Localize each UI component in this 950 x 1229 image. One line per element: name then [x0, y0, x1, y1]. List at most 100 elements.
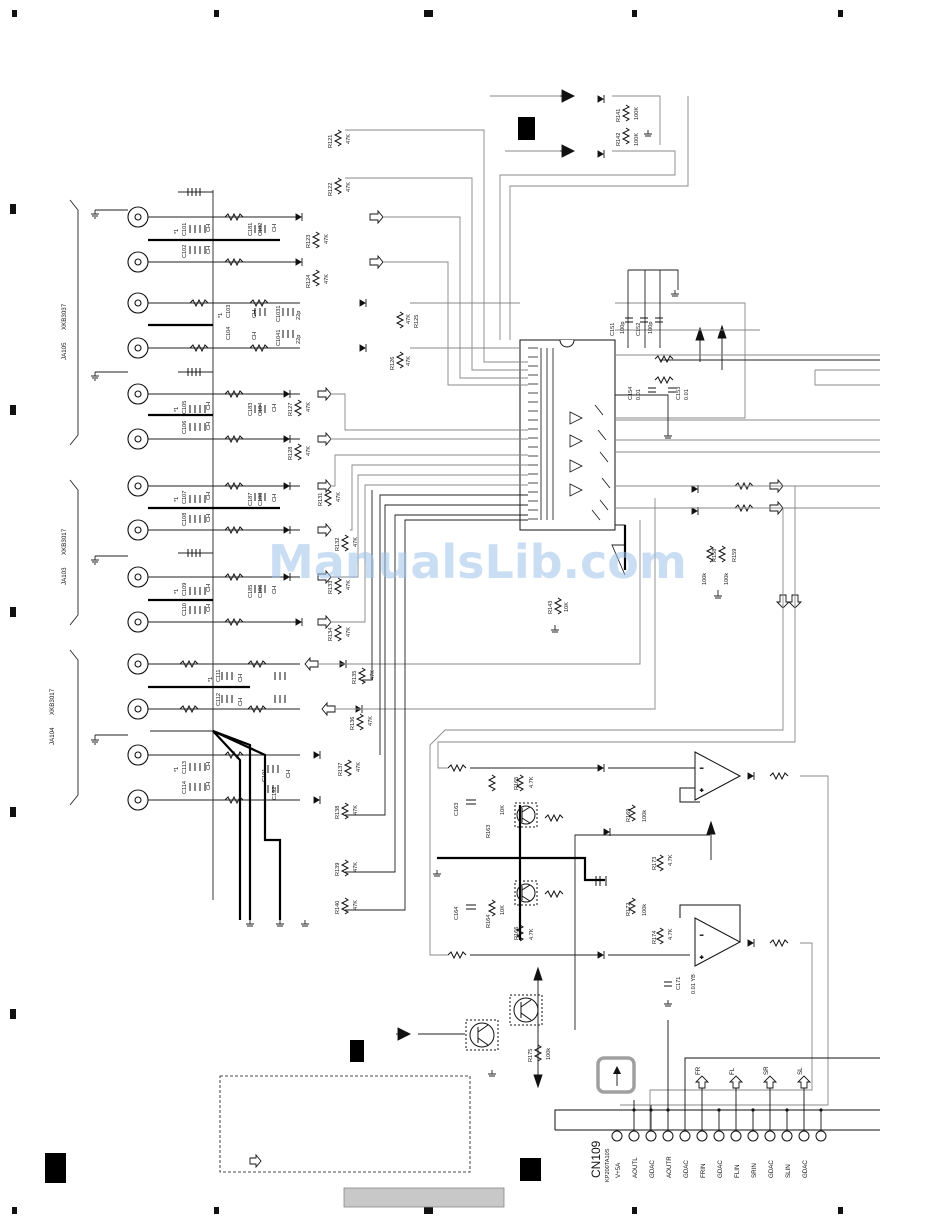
- rca-jack: [127, 653, 149, 675]
- transistor: [514, 802, 538, 828]
- jack-part-ja103: XKB3017: [61, 528, 68, 555]
- dashed-region-box: [219, 1075, 471, 1173]
- rca-jack: [127, 383, 149, 405]
- jack-part-ja104: XKB3017: [49, 688, 56, 715]
- capacitor-type: CH: [206, 782, 212, 790]
- capacitor-ref: C102: [182, 245, 188, 258]
- resistor-ref: R124: [306, 275, 312, 288]
- pin-label: SRIN: [751, 1163, 758, 1178]
- capacitor-ref: C184: [258, 403, 264, 416]
- capacitor-value: 0.01: [636, 389, 642, 400]
- capacitor-value: 100p: [648, 322, 654, 334]
- resistor-value: 100k: [724, 573, 730, 585]
- rca-jack: [127, 611, 149, 633]
- resistor-ref: R164: [486, 915, 492, 928]
- resistor-value: 47K: [368, 716, 374, 726]
- capacitor-ref: C1041: [276, 330, 282, 346]
- resistor-ref: R141: [616, 109, 622, 122]
- capacitor-ref: C114: [182, 781, 188, 794]
- capacitor-labels: C101 CH *1 C102 CH C103 CH *1 C104 CH C1…: [174, 223, 697, 994]
- resistor-value: 47K: [346, 182, 352, 192]
- resistor-ref: R142: [616, 133, 622, 146]
- pin-label: FLIN: [734, 1165, 741, 1178]
- connector-ref: CN109: [589, 1140, 603, 1178]
- registration-marks: [10, 10, 843, 1214]
- capacitor-ref: C154: [628, 387, 634, 400]
- capacitor-ref: C153: [676, 387, 682, 400]
- transistor: [465, 1019, 499, 1051]
- resistor-value: 4.7K: [668, 854, 674, 866]
- capacitor-value: 0.01: [684, 389, 690, 400]
- resistor-ref: R136: [350, 717, 356, 730]
- resistor-value: 47K: [406, 356, 412, 366]
- opamp-plus: +: [700, 955, 703, 961]
- capacitor-type: CH: [252, 332, 258, 340]
- capacitor-ref: C105: [182, 401, 188, 414]
- resistor-value: 47K: [370, 670, 376, 680]
- capacitor-ref: C183: [248, 403, 254, 416]
- capacitor-ref: C182: [258, 223, 264, 236]
- ic-wiring-dark: [345, 269, 880, 1035]
- resistor-value: 47K: [353, 537, 359, 547]
- opamps: − + − +: [679, 751, 742, 967]
- capacitor-type: CH: [206, 604, 212, 612]
- capacitor-ref: C185: [248, 585, 254, 598]
- capacitor-ref: C181: [248, 223, 254, 236]
- resistor-labels: R121 47K R122 47K R123 47K R124 47K R125…: [288, 107, 738, 1062]
- jack-brackets: [69, 199, 79, 806]
- capacitor-ref: C113: [182, 761, 188, 774]
- resistor-ref: R128: [288, 447, 294, 460]
- capacitor-ref: C108: [182, 513, 188, 526]
- resistor-value: 100k: [702, 573, 708, 585]
- capacitor-ref: C171: [676, 977, 682, 990]
- signal-arrows: [249, 209, 803, 1169]
- rca-jack: [127, 789, 149, 811]
- resistor-ref: R138: [335, 806, 341, 819]
- resistor-ref: R131: [318, 493, 324, 506]
- rca-jack: [127, 337, 149, 359]
- capacitor-ref: C104: [226, 327, 232, 340]
- resistor-value: 10K: [564, 602, 570, 612]
- capacitor-value: 100p: [620, 322, 626, 334]
- rca-jack: [127, 566, 149, 588]
- resistor-value: 100K: [634, 107, 640, 120]
- resistor-value: 100k: [642, 810, 648, 822]
- ic-wiring: [318, 95, 880, 1130]
- resistor-value: 47K: [306, 446, 312, 456]
- jack-label-ja104: JA104: [49, 727, 56, 745]
- capacitor-type: CH: [206, 402, 212, 410]
- direction-arrows: [396, 89, 727, 1089]
- resistor-ref: R158: [712, 549, 718, 562]
- resistor-ref: R165: [514, 777, 520, 790]
- resistor-ref: R126: [390, 357, 396, 370]
- capacitor-type: CH: [272, 224, 278, 232]
- jack-label-ja105: JA105: [61, 342, 68, 360]
- rca-jacks: [127, 206, 149, 811]
- rca-jack: [127, 251, 149, 273]
- capacitor-type: CH: [206, 492, 212, 500]
- pin-label: SLIN: [785, 1164, 792, 1178]
- pin-label: AOUTL: [632, 1157, 639, 1178]
- capacitors-column: [187, 188, 294, 793]
- output-caps: [466, 317, 676, 987]
- capacitor-ref: C112: [216, 693, 222, 706]
- capacitor-value: 22p: [296, 335, 302, 344]
- resistor-value: 47K: [356, 762, 362, 772]
- rca-jack: [127, 292, 149, 314]
- capacitor-type: CH: [206, 422, 212, 430]
- jack-labels: JA105 XKB3037 JA103 XKB3017 JA104 XKB301…: [49, 303, 68, 745]
- resistor-ref: R166: [514, 927, 520, 940]
- resistor-ref: R139: [335, 863, 341, 876]
- watermark: ManualsLib.com: [268, 535, 687, 589]
- rca-jack: [127, 744, 149, 766]
- ferrite-beads: [179, 212, 789, 960]
- pin-label: FRIN: [700, 1164, 707, 1178]
- capacitor-type: CH: [206, 224, 212, 232]
- output-label-fr: FR: [695, 1066, 702, 1075]
- capacitor-ref: C110: [182, 603, 188, 616]
- capacitor-note: *1: [208, 677, 214, 682]
- output-label-sl: SL: [797, 1067, 804, 1075]
- capacitor-type: CH: [238, 698, 244, 706]
- resistor-ref: R127: [288, 403, 294, 416]
